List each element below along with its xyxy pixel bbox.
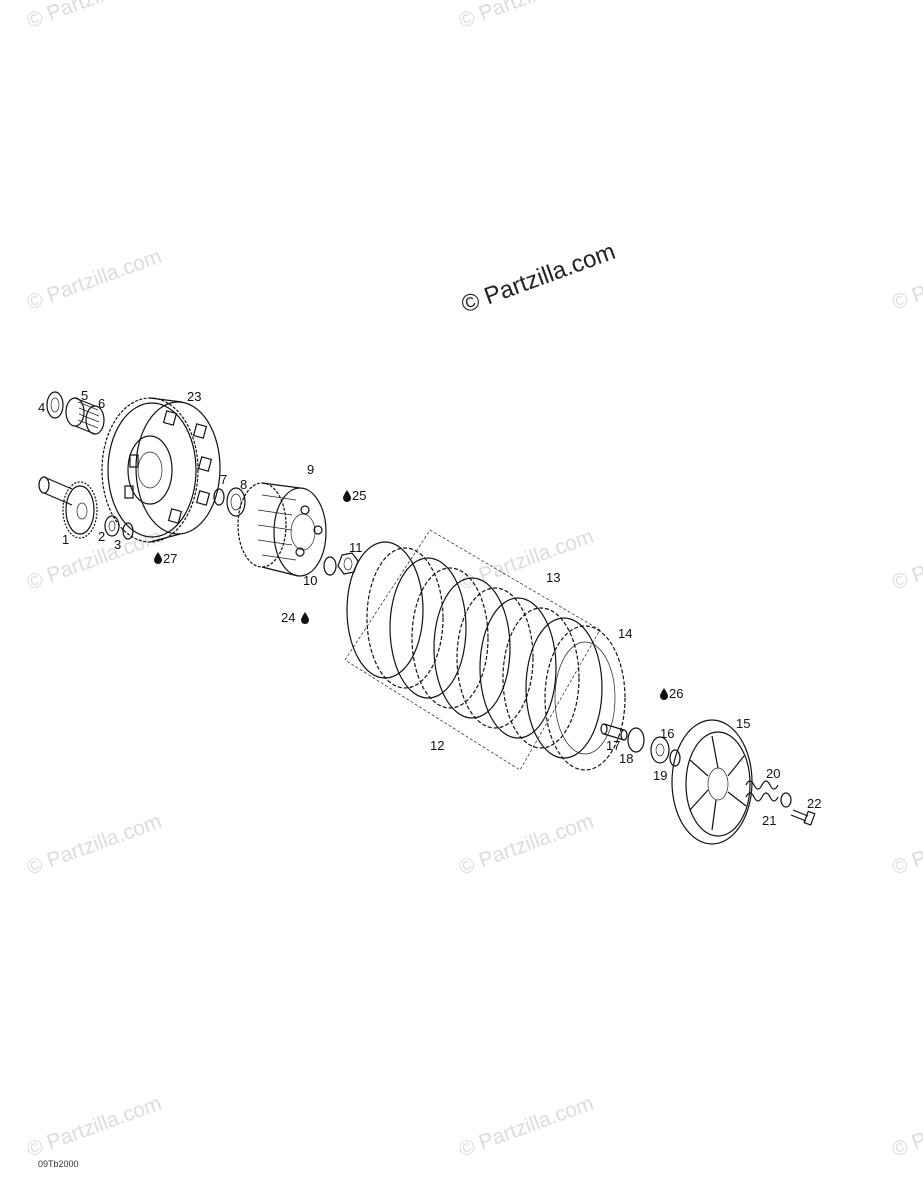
part-4-washer	[46, 391, 64, 419]
callout-3: 3	[114, 537, 121, 552]
lubricant-drops	[154, 490, 668, 700]
watermark: © Partzilla.com	[24, 0, 165, 33]
part-20-21-spring	[745, 780, 792, 808]
callout-7: 7	[220, 472, 227, 487]
part-15-pressure-plate	[671, 719, 753, 845]
oil-drop-icon	[343, 490, 351, 502]
watermark: © Partzilla.com	[456, 0, 597, 33]
callout-16: 16	[660, 726, 674, 741]
callout-14: 14	[618, 626, 632, 641]
oil-drop-icon	[660, 688, 668, 700]
part-1-shaft-gear	[38, 476, 98, 539]
callout-1: 1	[62, 532, 69, 547]
parts	[38, 391, 816, 845]
watermark: © Partzilla.com	[889, 810, 923, 880]
callout-20: 20	[766, 766, 780, 781]
callout-10: 10	[303, 573, 317, 588]
part-23-clutch-housing	[101, 397, 221, 543]
callout-18: 18	[619, 751, 633, 766]
part-7-8-washers	[213, 487, 246, 517]
callout-13: 13	[546, 570, 560, 585]
part-16-18-19-bearing	[627, 727, 681, 767]
callout-11: 11	[349, 540, 363, 555]
watermark: © Partzilla.com	[24, 245, 165, 315]
callout-25: 25	[352, 488, 366, 503]
part-22-bolt	[790, 809, 816, 826]
callout-2: 2	[98, 529, 105, 544]
callout-23: 23	[187, 389, 201, 404]
watermark: © Partzilla.com	[24, 1092, 165, 1162]
part-9-clutch-hub	[237, 482, 327, 577]
callout-6: 6	[98, 396, 105, 411]
callout-4: 4	[38, 400, 45, 415]
watermark: © Partzilla.com	[24, 810, 165, 880]
watermark: © Partzilla.com	[24, 525, 165, 595]
watermark: © Partzilla.com	[456, 1092, 597, 1162]
watermark-layer: © Partzilla.com © Partzilla.com © Partzi…	[24, 0, 923, 1162]
callout-labels: 1 2 3 4 5 6 7 8 9 10 11 12 13 14 15 16 1…	[38, 388, 821, 828]
watermark: © Partzilla.com	[456, 810, 597, 880]
callout-17: 17	[606, 738, 620, 753]
watermark: © Partzilla.com	[889, 1092, 923, 1162]
callout-8: 8	[240, 477, 247, 492]
watermark: © Partzilla.com	[889, 245, 923, 315]
watermark: © Partzilla.com	[889, 525, 923, 595]
oil-drop-icon	[154, 552, 162, 564]
oil-drop-icon	[301, 612, 309, 624]
callout-24: 24	[281, 610, 295, 625]
callout-19: 19	[653, 768, 667, 783]
callout-26: 26	[669, 686, 683, 701]
watermark-main: © Partzilla.com	[458, 238, 619, 319]
callout-5: 5	[81, 388, 88, 403]
callout-12: 12	[430, 738, 444, 753]
part-5-6-needle-bearing	[65, 397, 105, 435]
part-17-pushrod	[600, 723, 628, 741]
watermark: © Partzilla.com	[456, 525, 597, 595]
callout-21: 21	[762, 813, 776, 828]
diagram-code: 09Tb2000	[38, 1159, 79, 1169]
callout-22: 22	[807, 796, 821, 811]
callout-9: 9	[307, 462, 314, 477]
callout-27: 27	[163, 551, 177, 566]
part-12-13-clutch-plates	[344, 529, 626, 771]
callout-15: 15	[736, 716, 750, 731]
